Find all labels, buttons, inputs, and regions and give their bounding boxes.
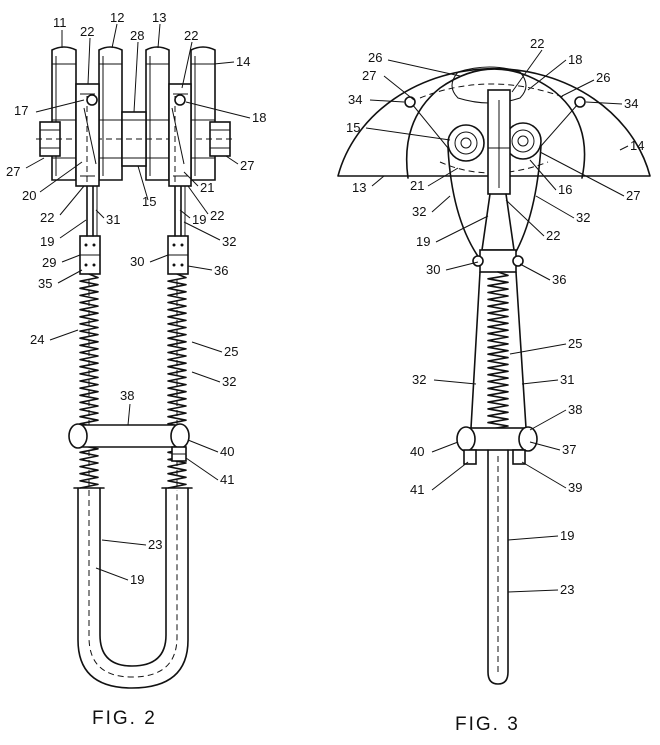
ref-label: 32 <box>412 372 426 387</box>
ref-label: 34 <box>348 92 362 107</box>
ref-label: 19 <box>560 528 574 543</box>
ref-label: 19 <box>40 234 54 249</box>
ref-label: 24 <box>30 332 44 347</box>
ref-label: 25 <box>224 344 238 359</box>
ref-label: 30 <box>426 262 440 277</box>
ref-label: 23 <box>560 582 574 597</box>
ref-label: 22 <box>546 228 560 243</box>
ref-label: 22 <box>80 24 94 39</box>
ref-label: 18 <box>252 110 266 125</box>
ref-label: 32 <box>222 374 236 389</box>
ref-label: 36 <box>552 272 566 287</box>
ref-label: 40 <box>220 444 234 459</box>
ref-label: 31 <box>106 212 120 227</box>
ref-label: 28 <box>130 28 144 43</box>
figure-3-labels: 22 18 26 26 27 34 34 15 14 13 21 16 27 3… <box>346 36 644 597</box>
ref-label: 16 <box>558 182 572 197</box>
ref-label: 29 <box>42 255 56 270</box>
ref-label: 27 <box>626 188 640 203</box>
ref-label: 31 <box>560 372 574 387</box>
ref-label: 34 <box>624 96 638 111</box>
ref-label: 41 <box>220 472 234 487</box>
figure-2-labels: 11 22 12 28 13 22 14 17 18 27 27 20 22 1… <box>6 10 266 587</box>
ref-label: 14 <box>630 138 644 153</box>
ref-label: 13 <box>152 10 166 25</box>
ref-label: 26 <box>596 70 610 85</box>
ref-label: 22 <box>210 208 224 223</box>
ref-label: 36 <box>214 263 228 278</box>
ref-label: 19 <box>192 212 206 227</box>
ref-label: 21 <box>200 180 214 195</box>
ref-label: 22 <box>184 28 198 43</box>
ref-label: 12 <box>110 10 124 25</box>
figure-caption: FIG. 3 <box>455 714 520 735</box>
ref-label: 15 <box>142 194 156 209</box>
figure-caption: FIG. 2 <box>92 708 157 729</box>
ref-label: 27 <box>6 164 20 179</box>
ref-label: 13 <box>352 180 366 195</box>
ref-label: 26 <box>368 50 382 65</box>
ref-label: 32 <box>412 204 426 219</box>
ref-label: 32 <box>222 234 236 249</box>
ref-label: 41 <box>410 482 424 497</box>
ref-label: 38 <box>568 402 582 417</box>
ref-label: 20 <box>22 188 36 203</box>
figure-3-drawing <box>337 66 651 685</box>
ref-label: 21 <box>410 178 424 193</box>
ref-label: 19 <box>130 572 144 587</box>
ref-label: 27 <box>240 158 254 173</box>
ref-label: 37 <box>562 442 576 457</box>
ref-label: 19 <box>416 234 430 249</box>
ref-label: 27 <box>362 68 376 83</box>
ref-label: 25 <box>568 336 582 351</box>
ref-label: 30 <box>130 254 144 269</box>
ref-label: 32 <box>576 210 590 225</box>
ref-label: 40 <box>410 444 424 459</box>
ref-label: 14 <box>236 54 250 69</box>
ref-label: 22 <box>40 210 54 225</box>
figure-2-drawing <box>36 46 234 689</box>
ref-label: 23 <box>148 537 162 552</box>
ref-label: 11 <box>53 15 67 30</box>
ref-label: 18 <box>568 52 582 67</box>
ref-label: 39 <box>568 480 582 495</box>
ref-label: 15 <box>346 120 360 135</box>
ref-label: 22 <box>530 36 544 51</box>
ref-label: 35 <box>38 276 52 291</box>
leader-lines <box>25 23 629 593</box>
ref-label: 17 <box>14 103 28 118</box>
ref-label: 38 <box>120 388 134 403</box>
